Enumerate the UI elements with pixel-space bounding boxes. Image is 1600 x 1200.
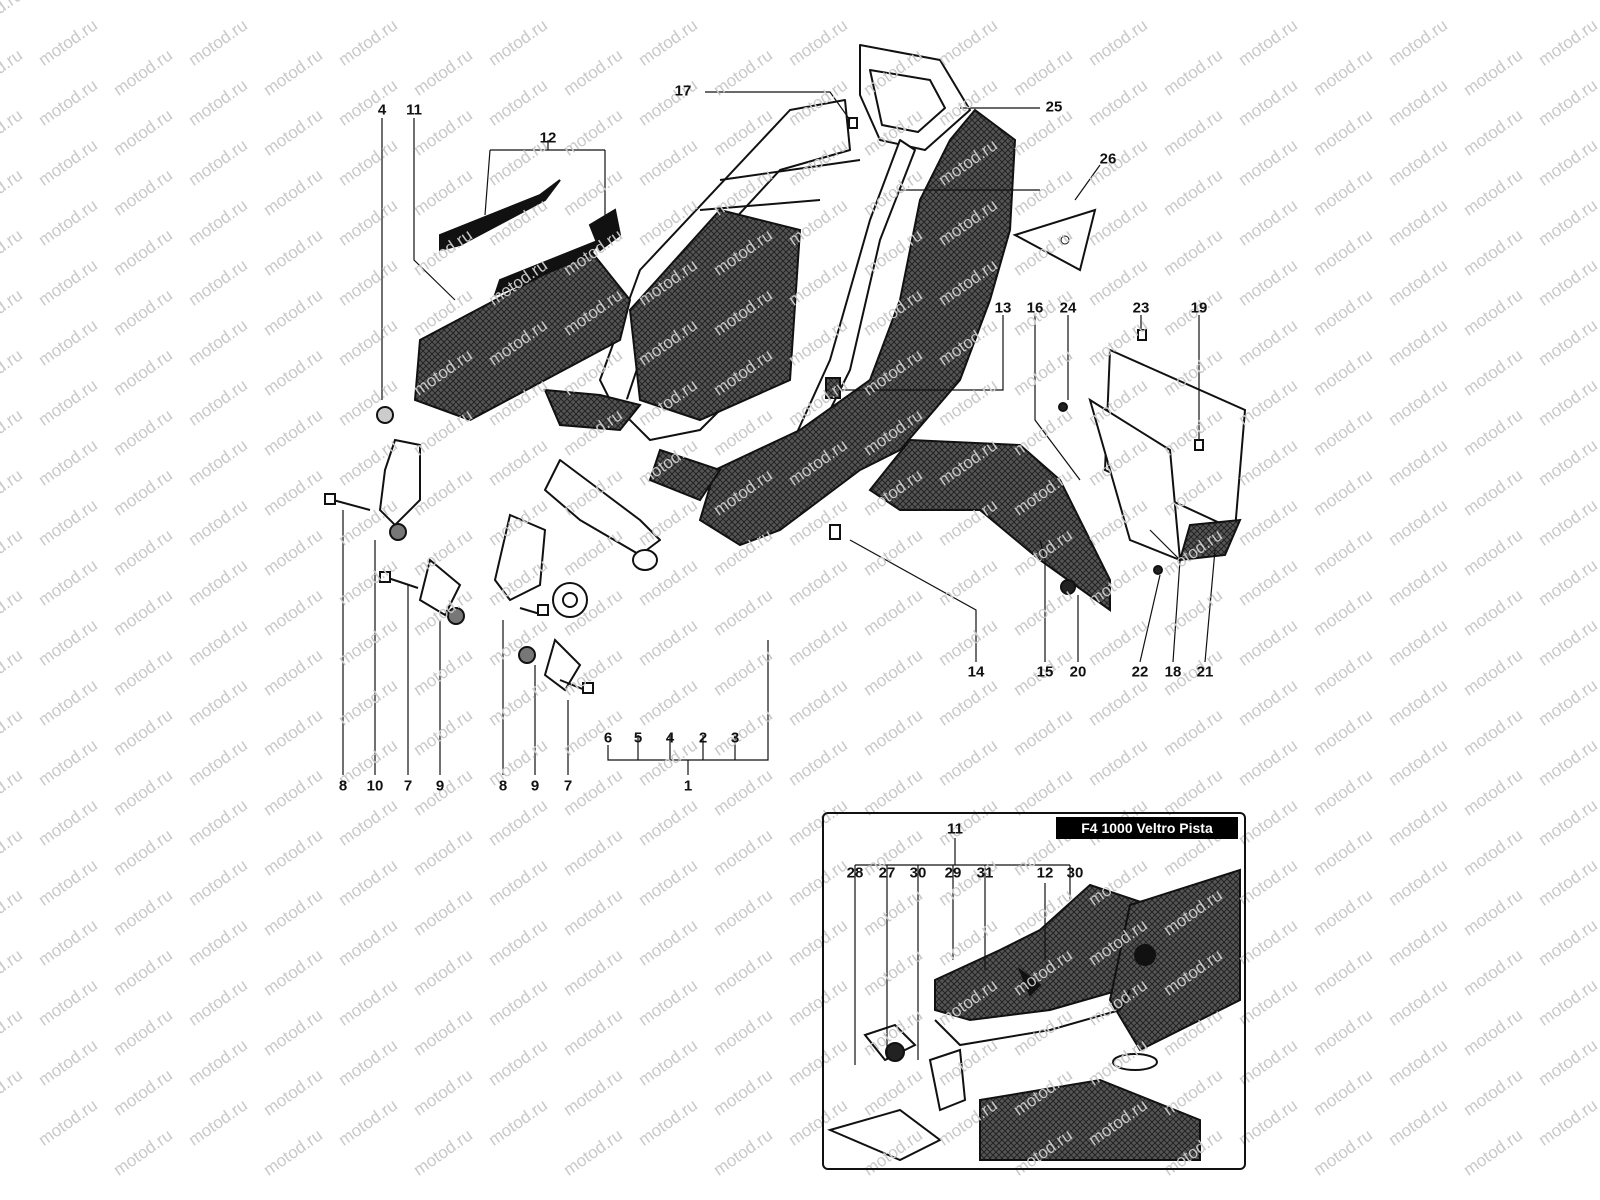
inset-callout-30a: 30 — [909, 864, 927, 882]
callout-21: 21 — [1196, 663, 1214, 681]
callout-7a: 7 — [403, 777, 413, 795]
inset-callout-11: 11 — [947, 820, 963, 838]
callout-25: 25 — [1045, 98, 1063, 116]
callout-8b: 8 — [498, 777, 508, 795]
callout-26: 26 — [1099, 150, 1117, 168]
callout-4-top: 4 — [377, 101, 387, 119]
callout-3: 3 — [730, 729, 740, 747]
callout-14: 14 — [967, 663, 985, 681]
mounting-brackets — [378, 438, 658, 692]
callout-12-top: 12 — [539, 129, 557, 147]
callout-9a: 9 — [435, 777, 445, 795]
inset-callout-31: 31 — [976, 864, 994, 882]
inset-callout-29: 29 — [944, 864, 962, 882]
inset-callout-27: 27 — [878, 864, 896, 882]
callout-23: 23 — [1132, 299, 1150, 317]
callout-10: 10 — [366, 777, 384, 795]
callout-19: 19 — [1190, 299, 1208, 317]
callout-5: 5 — [633, 729, 643, 747]
undertray — [543, 108, 1017, 547]
callout-4-mid: 4 — [665, 729, 675, 747]
inset-drawing — [827, 838, 1241, 1162]
callout-15: 15 — [1036, 663, 1054, 681]
callout-9b: 9 — [530, 777, 540, 795]
inset-callout-28: 28 — [846, 864, 864, 882]
callout-22: 22 — [1131, 663, 1149, 681]
inset-callout-12: 12 — [1036, 864, 1054, 882]
bolts — [324, 117, 1204, 694]
callout-7b: 7 — [563, 777, 573, 795]
callout-1: 1 — [683, 777, 693, 795]
callout-16: 16 — [1026, 299, 1044, 317]
seat-cowl-support — [413, 179, 632, 422]
callout-8a: 8 — [338, 777, 348, 795]
callout-24: 24 — [1059, 299, 1077, 317]
inset-frame — [822, 812, 1246, 1170]
callout-20: 20 — [1069, 663, 1087, 681]
callout-11-top: 11 — [406, 101, 422, 119]
inset-title: F4 1000 Veltro Pista — [1056, 817, 1238, 839]
leader-lines — [342, 91, 1216, 775]
callout-2: 2 — [698, 729, 708, 747]
inset-callout-30b: 30 — [1066, 864, 1084, 882]
license-plate-holder — [1088, 348, 1247, 562]
reflector — [1012, 208, 1097, 272]
callout-18: 18 — [1164, 663, 1182, 681]
callout-17: 17 — [674, 82, 692, 100]
callout-13: 13 — [994, 299, 1012, 317]
callout-6: 6 — [603, 729, 613, 747]
